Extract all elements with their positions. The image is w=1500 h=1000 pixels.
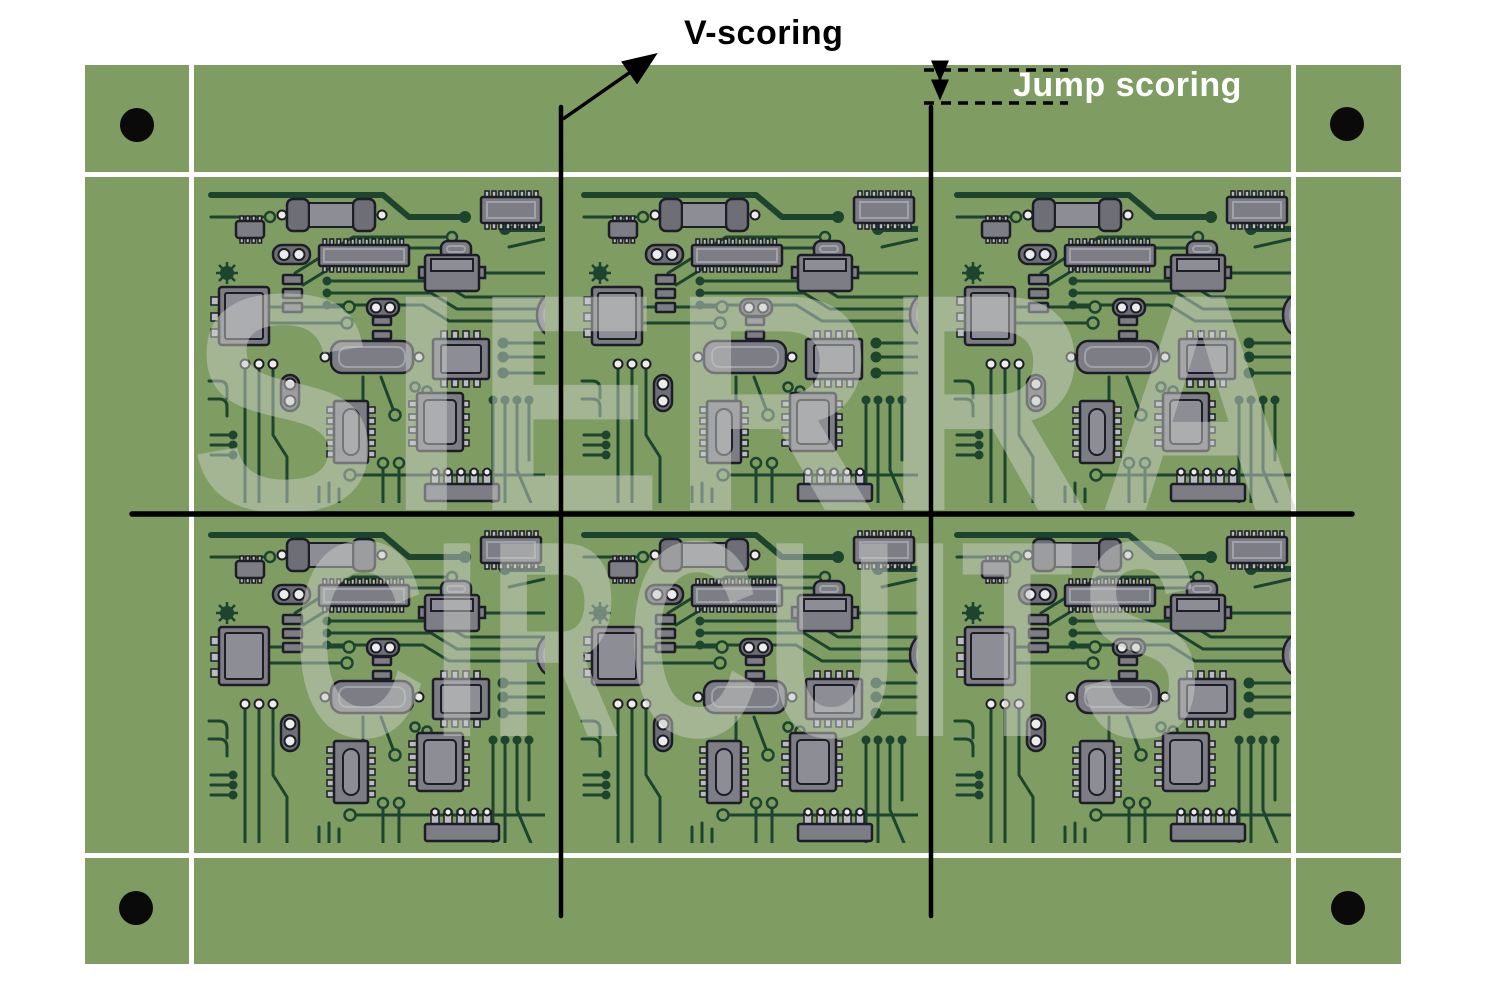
v-scoring-label: V-scoring xyxy=(684,14,844,52)
pcb-panel xyxy=(85,65,1401,964)
pcb-board-r2-c1 xyxy=(203,525,545,843)
rail-separator-bottom xyxy=(85,853,1401,858)
pcb-board-r1-c2 xyxy=(576,185,918,503)
pcb-board-r1-c3 xyxy=(949,185,1291,503)
pcb-board-r2-c3 xyxy=(949,525,1291,843)
tooling-hole-top-left xyxy=(120,108,154,142)
pcb-board-r2-c2 xyxy=(576,525,918,843)
rail-separator-left xyxy=(189,65,194,964)
tooling-hole-bottom-left xyxy=(119,891,153,925)
tooling-hole-bottom-right xyxy=(1331,891,1365,925)
pcb-board-r1-c1 xyxy=(203,185,545,503)
rail-separator-right xyxy=(1291,65,1296,964)
rail-separator-top xyxy=(85,172,1401,177)
tooling-hole-top-right xyxy=(1330,107,1364,141)
jump-scoring-label: Jump scoring xyxy=(1013,66,1242,104)
